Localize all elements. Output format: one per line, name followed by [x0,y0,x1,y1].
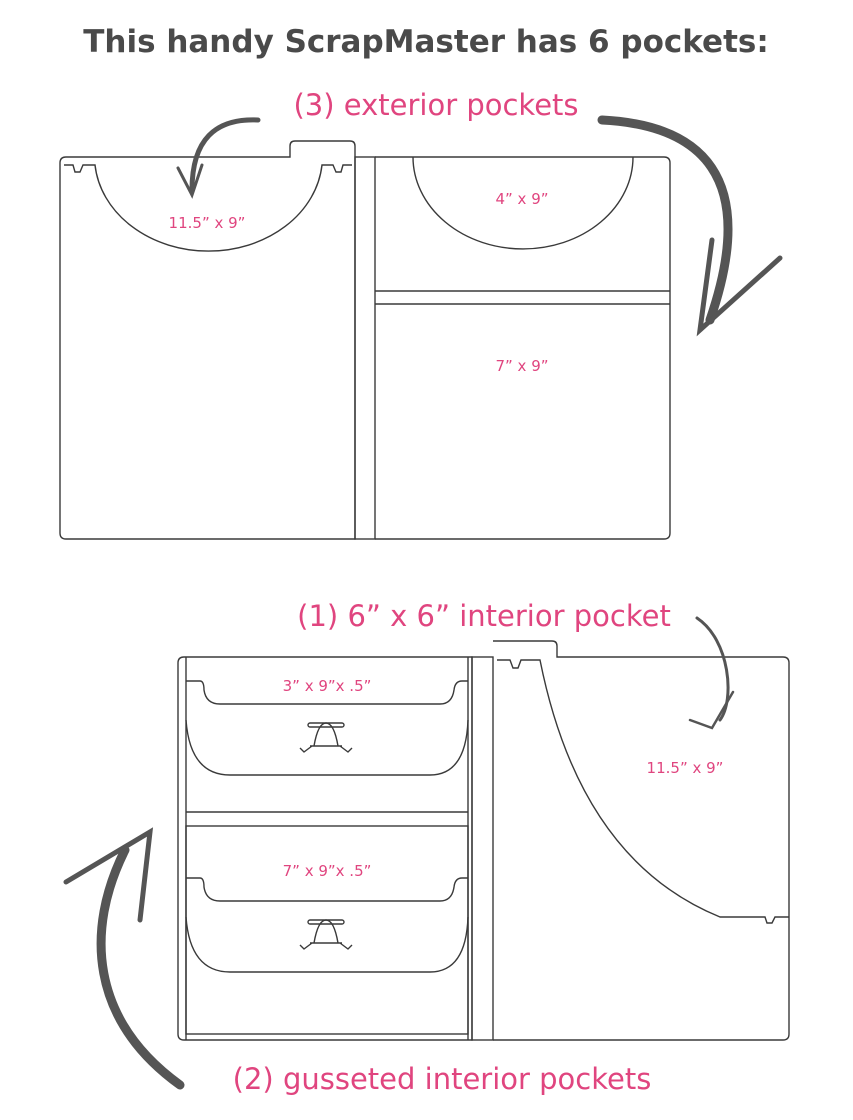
arrow-icon [695,616,730,722]
page-title: This handy ScrapMaster has 6 pockets: [83,24,769,60]
exterior-caption: (3) exterior pockets [293,88,578,122]
interior-caption: (1) 6” x 6” interior pocket [297,599,671,633]
arrow-icon [189,117,261,193]
arrow-head-icon [688,690,735,730]
exterior-left-pocket-opening [64,164,352,252]
exterior-right-panel [375,156,671,540]
exterior-small-pocket-opening [412,156,634,250]
gusseted-pocket-front [185,719,469,776]
pocket-size-label: 3” x 9”x .5” [283,677,372,695]
arrow-head-icon [176,163,204,199]
pocket-size-label: 4” x 9” [495,190,548,208]
gusseted-pocket-top [186,877,468,902]
arrow-icon [96,845,185,1090]
pocket-size-label: 11.5” x 9” [647,759,724,777]
clip-icon [299,722,353,753]
gusseted-caption: (2) gusseted interior pockets [233,1062,652,1096]
gusseted-pocket-front [185,916,469,973]
interior-view: 3” x 9”x .5” 7” x 9”x .5” 11.5” x 9” [177,640,790,1041]
interior-pocket-opening [497,659,789,924]
pocket-size-label: 7” x 9” [495,357,548,375]
gusseted-pocket-back [185,825,469,1035]
exterior-spine [354,156,376,540]
interior-spine [471,656,494,1041]
arrow-head-icon [696,237,783,337]
arrow-icon [597,115,733,325]
exterior-left-panel [59,140,356,540]
gusseted-pocket-top [186,680,468,705]
interior-right-panel [493,640,790,1041]
interior-left-panel [177,656,473,1041]
pocket-size-label: 7” x 9”x .5” [283,862,372,880]
arrow-head-icon [63,827,154,923]
clip-icon [299,919,353,950]
pocket-size-label: 11.5” x 9” [169,214,246,232]
exterior-view: 11.5” x 9” 4” x 9” 7” x 9” [59,140,671,540]
